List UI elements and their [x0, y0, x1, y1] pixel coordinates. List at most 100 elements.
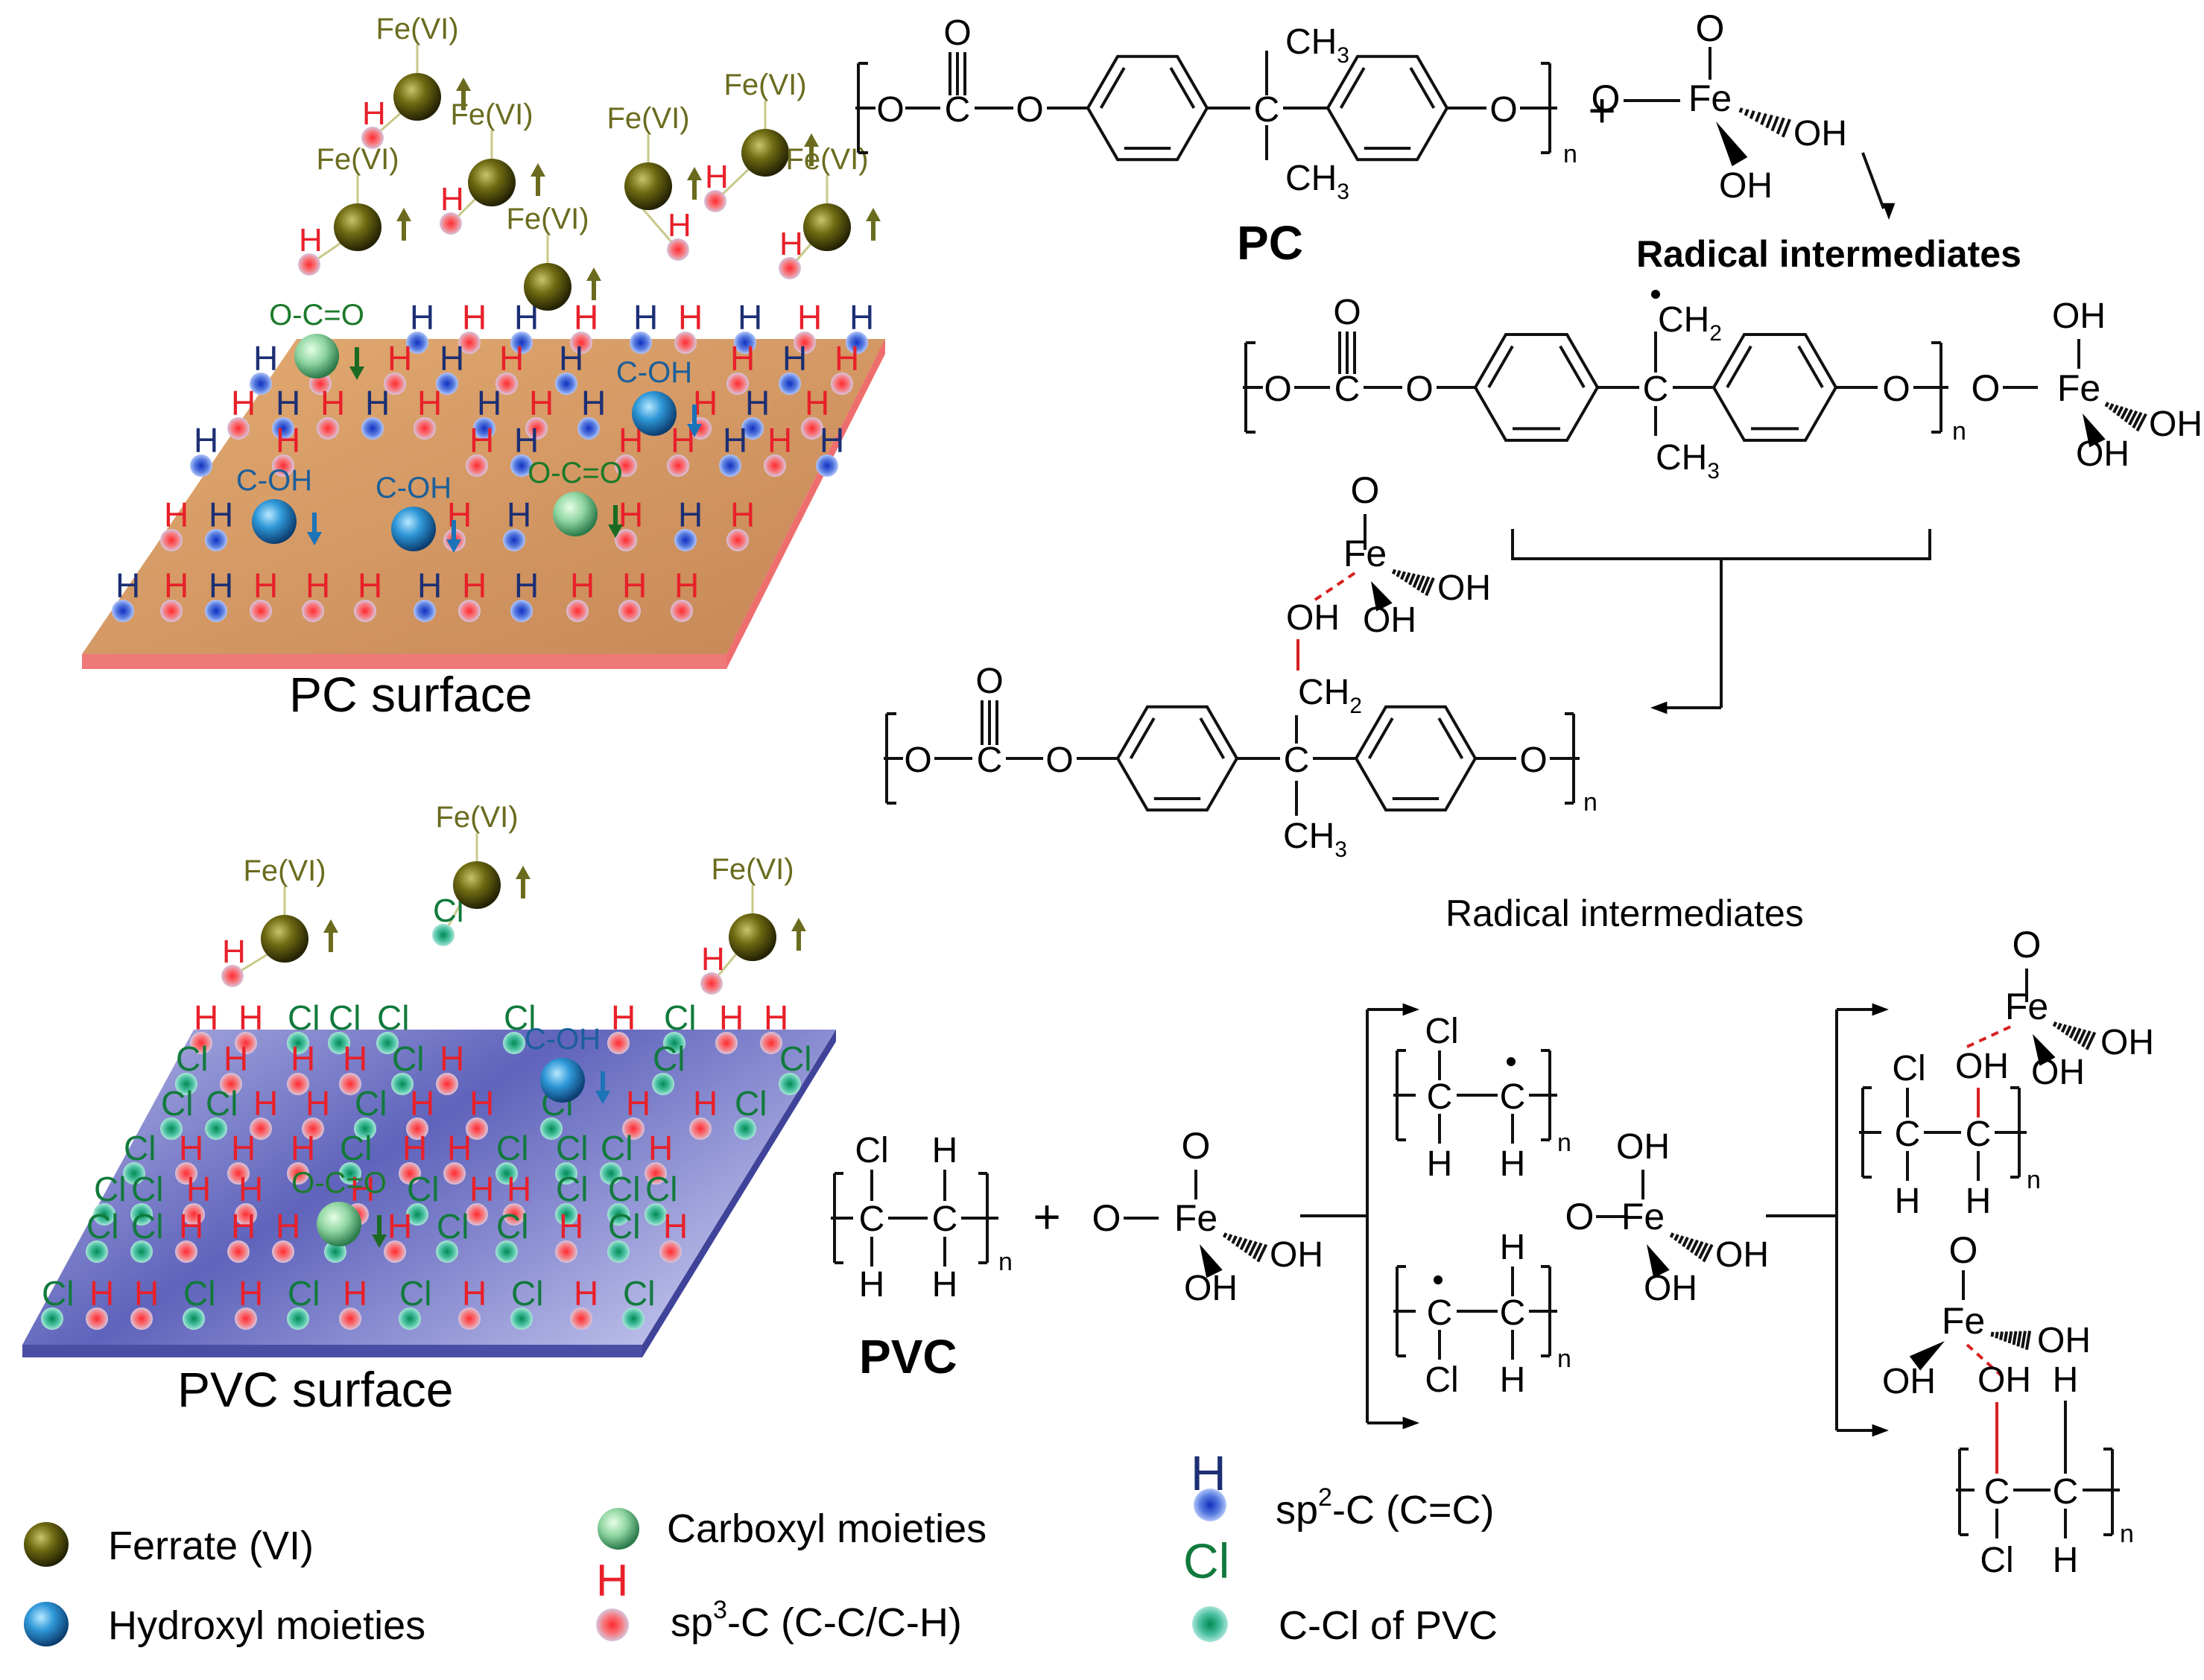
site-dot: [86, 1307, 108, 1330]
group-label: CH2: [1658, 300, 1722, 346]
sp2-carbon-site: H: [719, 421, 747, 477]
bond: [2016, 1331, 2022, 1347]
atom-label: OH: [1270, 1235, 1323, 1275]
c-cl-site: Cl: [779, 1039, 811, 1095]
sp3-carbon-site: H: [302, 1084, 330, 1140]
bond: [1682, 1237, 1689, 1247]
sp3-carbon-site: H: [160, 495, 189, 551]
site-dot: [287, 1307, 309, 1330]
h-symbol: H: [693, 1084, 718, 1123]
bond: [1781, 118, 1791, 138]
bond: [1702, 1243, 1714, 1263]
atom-label: Fe: [1174, 1197, 1217, 1239]
sp2-carbon-site: H: [414, 566, 442, 622]
sp3-carbon-site: H: [227, 1129, 256, 1185]
ferrate-particle: Fe(VI)H: [700, 853, 806, 995]
cl-symbol: Cl: [608, 1207, 640, 1246]
bond: [1966, 1343, 2006, 1380]
sp2-carbon-site: H: [361, 384, 390, 440]
c-cl-site: Cl: [555, 1129, 588, 1185]
site-dot: [339, 1307, 361, 1330]
bond: [2104, 402, 2110, 408]
sp3-carbon-site: H: [302, 566, 330, 622]
h-symbol: H: [745, 384, 770, 422]
cl-symbol: Cl: [496, 1207, 528, 1246]
sp3-carbon-site: H: [607, 998, 636, 1054]
site-dot: [227, 1162, 250, 1185]
cl-symbol: Cl: [206, 1084, 238, 1123]
site-dot: [734, 332, 756, 354]
c-cl-site: Cl: [495, 1129, 528, 1185]
atom-label: C: [1284, 741, 1310, 780]
legend-carboxyl-icon: [598, 1508, 639, 1550]
pvc-surface-side: [642, 1030, 836, 1357]
atom-label: OH: [1363, 600, 1416, 640]
sp3-carbon-site: H: [570, 1274, 598, 1330]
h-symbol: H: [365, 384, 390, 422]
site-dot: [160, 600, 183, 622]
site-dot: [719, 454, 741, 477]
h-symbol: H: [514, 421, 539, 460]
atom-label: C: [1643, 370, 1669, 409]
hydroxyl-moiety: C-OH: [525, 1023, 610, 1104]
site-dot: [622, 1118, 645, 1140]
atom-label: O: [1182, 1125, 1211, 1167]
cl-symbol: Cl: [288, 998, 320, 1037]
sp2-carbon-site: H: [112, 566, 140, 622]
site-dot: [190, 454, 212, 477]
bond: [1391, 568, 1397, 575]
site-dot: [659, 1240, 682, 1263]
c-cl-site: Cl: [663, 998, 696, 1054]
sp3-carbon-site: H: [659, 1207, 688, 1263]
sp3-carbon-site: H: [764, 421, 792, 477]
h-symbol: H: [581, 384, 606, 422]
bond: [2003, 1331, 2009, 1343]
site-dot: [779, 257, 801, 279]
site-dot: [339, 1162, 361, 1185]
sp3-carbon-site: H: [831, 339, 859, 395]
cl-symbol: Cl: [511, 1274, 543, 1313]
bond: [2108, 403, 2115, 411]
sp3-carbon-site: H: [287, 1039, 315, 1095]
hydroxyl-moiety-label: C-OH: [376, 472, 452, 504]
sp3-carbon-site: H: [671, 566, 699, 622]
h-symbol: H: [410, 298, 434, 337]
cl-symbol: Cl: [377, 998, 409, 1037]
carboxyl-moiety-label: O-C=O: [291, 1167, 387, 1199]
atom-label: n: [1563, 140, 1577, 168]
pvc-label: PVC: [859, 1330, 957, 1383]
atom-label: O: [1519, 741, 1547, 780]
sp3-carbon-site: H: [503, 1170, 531, 1226]
atom-label: H: [1895, 1182, 1921, 1221]
sp3-carbon-site: H: [86, 1274, 114, 1330]
sp2-carbon-site: H: [510, 421, 539, 477]
atom-label: H: [859, 1265, 885, 1305]
atom-label: O: [904, 741, 931, 780]
site-dot: [779, 1073, 801, 1095]
site-dot: [700, 972, 723, 995]
bond: [1226, 1234, 1233, 1241]
fe-atom: Fe: [1688, 77, 1732, 119]
bond: [1755, 111, 1761, 123]
cl-symbol: Cl: [131, 1170, 163, 1208]
h-symbol: H: [849, 298, 874, 337]
h-symbol: H: [440, 339, 464, 378]
h-symbol: H: [320, 384, 345, 422]
site-dot: [726, 373, 749, 395]
h-symbol: H: [730, 495, 755, 534]
bond: [2065, 1025, 2072, 1036]
bond: [2112, 405, 2119, 413]
sp3-carbon-site: H: [794, 298, 822, 354]
atom-label: OH: [1286, 598, 1340, 638]
bond: [2077, 1029, 2087, 1045]
atom-label: O: [1016, 90, 1043, 130]
h-symbol: H: [410, 1084, 434, 1123]
site-dot: [432, 924, 455, 946]
site-dot: [250, 1118, 272, 1140]
atom-label: OH: [1616, 1127, 1670, 1167]
atom-label: OH: [2031, 1053, 2085, 1092]
c-cl-site: Cl: [436, 1207, 469, 1263]
site-dot: [298, 253, 320, 276]
c-cl-site: Cl: [130, 1170, 163, 1226]
h-symbol: H: [469, 421, 494, 460]
